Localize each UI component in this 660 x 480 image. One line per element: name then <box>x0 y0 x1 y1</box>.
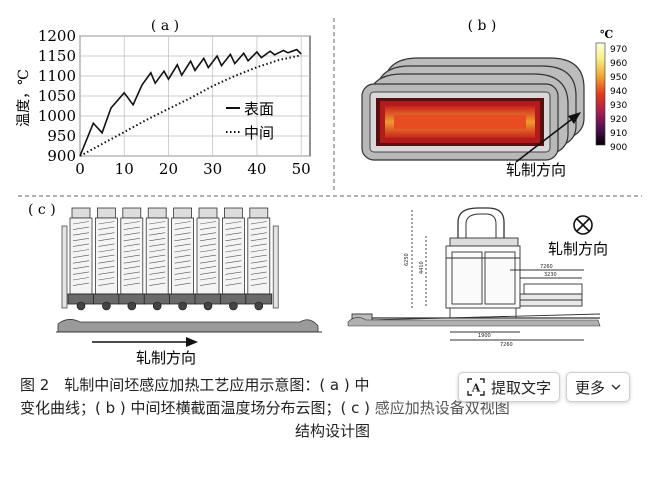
induction-unit <box>219 207 247 311</box>
y-tick-label: 1200 <box>38 27 76 45</box>
induction-unit <box>245 207 273 311</box>
colorbar <box>595 42 606 146</box>
colorbar-tick-930: 930 <box>610 101 627 111</box>
more-button[interactable]: 更多 <box>566 372 631 402</box>
dim-label-cabinet: 4410 <box>419 261 425 274</box>
colorbar-tick-970: 970 <box>610 45 627 55</box>
legend-label-surface: 表面 <box>244 100 274 118</box>
y-tick-label: 900 <box>47 147 76 165</box>
chart-series <box>79 48 302 157</box>
panel-a-label: ( a ) <box>151 18 179 34</box>
colorbar-tick-910: 910 <box>610 129 627 139</box>
colorbar-ticks: 970 960 950 940 930 920 910 900 <box>610 45 627 153</box>
colorbar-tick-960: 960 <box>610 59 627 69</box>
right-floor <box>347 317 601 327</box>
rolling-direction-label-b: 轧制方向 <box>506 161 566 179</box>
chart-legend: 表面 中间 <box>226 100 274 142</box>
caption-line-2-text-a: 变化曲线；( b ) 中间坯横截面温度场分布云图；( c ) <box>20 399 375 417</box>
caption-line-1-text: 图 2 轧制中间坯感应加热工艺应用示意图：( a ) 中 <box>20 376 370 394</box>
x-tick-label: 10 <box>115 160 134 178</box>
x-tick-label: 30 <box>203 160 222 178</box>
panel-c-label: ( c ) <box>28 202 56 218</box>
colorbar-tick-940: 940 <box>610 87 627 97</box>
induction-unit <box>67 207 95 311</box>
left-floor <box>57 319 319 333</box>
rolling-direction-label-c-right: 轧制方向 <box>548 240 608 258</box>
rolling-direction-arrow-icon <box>515 112 581 163</box>
dim-label-top: 7260 <box>540 264 553 270</box>
figure-caption: 图 2 轧制中间坯感应加热工艺应用示意图：( a ) 中部 变化曲线；( b )… <box>20 374 645 443</box>
colorbar-tick-950: 950 <box>610 73 627 83</box>
right-frame-post <box>272 225 279 309</box>
chart-grid <box>79 35 311 157</box>
series-line-surface <box>79 48 302 157</box>
legend-label-middle: 中间 <box>244 124 274 142</box>
y-tick-label: 1100 <box>38 67 76 85</box>
equipment-drawing: ( c ) 轧制方向 <box>28 202 608 367</box>
x-tick-label: 50 <box>292 160 311 178</box>
x-tick-label: 0 <box>75 160 85 178</box>
dim-label-height: 6250 <box>404 253 410 266</box>
left-arrow-head <box>186 337 198 347</box>
cross-section-figure: ( b ) ℃ 970 960 950 940 930 920 910 900 <box>361 18 627 179</box>
extract-text-button[interactable]: A 提取文字 <box>458 372 561 402</box>
more-label: 更多 <box>575 378 606 397</box>
induction-unit <box>93 207 120 311</box>
y-tick-label: 1000 <box>38 107 76 125</box>
into-page-direction-icon <box>573 215 593 235</box>
y-tick-label: 950 <box>47 127 76 145</box>
caption-line-2-text-b: 感应加热设备双视图 <box>374 399 510 417</box>
chevron-down-icon <box>611 384 621 390</box>
y-axis-label: 温度，℃ <box>16 69 32 127</box>
colorbar-tick-900: 900 <box>610 143 627 153</box>
left-frame-post <box>61 225 68 309</box>
series-line-middle <box>79 54 302 157</box>
dim-label-bottom: 1900 <box>478 333 491 339</box>
slab-inner <box>394 115 526 129</box>
text-selection-popup: A 提取文字 更多 <box>458 372 631 402</box>
y-tick-label: 1150 <box>38 47 76 65</box>
extract-text-label: 提取文字 <box>491 378 552 397</box>
chart-tick-labels: 900 950 1000 1050 1100 1150 1200 0 10 20 30 40 50 <box>38 27 311 178</box>
dimension-labels: 7260 3230 6250 4410 1900 7260 <box>404 253 557 348</box>
extract-text-icon: A <box>467 378 485 396</box>
x-tick-label: 20 <box>159 160 178 178</box>
y-tick-label: 1050 <box>38 87 76 105</box>
colorbar-tick-920: 920 <box>610 115 627 125</box>
induction-unit <box>143 207 171 311</box>
induction-unit <box>169 207 197 311</box>
rolling-direction-label-c-left: 轧制方向 <box>136 349 196 367</box>
induction-unit-row <box>61 207 279 311</box>
caption-line-3: 结构设计图 <box>294 422 370 440</box>
panel-b-label: ( b ) <box>468 18 497 34</box>
induction-unit <box>194 207 222 311</box>
caption-line-2: 变化曲线；( b ) 中间坯横截面温度场分布云图；( c ) 感应加热设备双视图 <box>20 397 645 420</box>
x-tick-label: 40 <box>247 160 266 178</box>
colorbar-unit: ℃ <box>600 28 613 41</box>
svg-text:A: A <box>471 382 481 395</box>
dim-label-mid: 3230 <box>544 272 557 278</box>
induction-unit <box>118 207 146 311</box>
dim-label-total: 7260 <box>500 342 513 348</box>
